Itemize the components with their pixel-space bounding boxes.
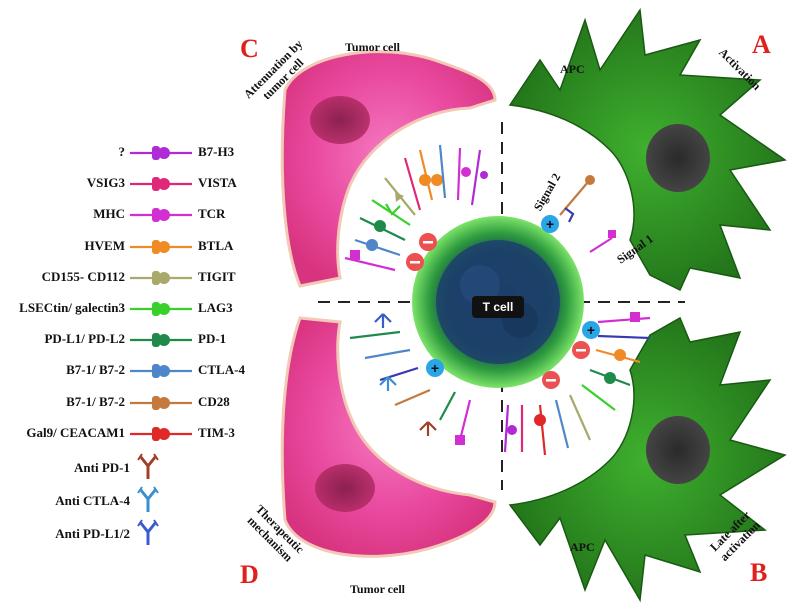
receptor-ligand-icon <box>130 395 192 410</box>
receptors-activation <box>559 175 616 253</box>
ligand-label: PD-L1/ PD-L2 <box>44 331 125 347</box>
legend-row: LSECtin/ galectin3 LAG3 <box>0 296 300 322</box>
receptor-label: TIGIT <box>198 268 236 284</box>
apc-top <box>508 7 787 292</box>
ligand-label: B7-1/ B7-2 <box>66 393 125 409</box>
receptor-label: CTLA-4 <box>198 362 245 378</box>
antibody-row: Anti PD-L1/2 <box>0 518 300 548</box>
tumor-cell-label-top: Tumor cell <box>345 40 401 54</box>
receptor-ligand-icon <box>130 177 192 192</box>
ligand-label: B7-1/ B7-2 <box>66 362 125 378</box>
receptor-ligand-icon <box>130 239 192 254</box>
receptor-ligand-icon <box>130 364 192 379</box>
panel-letter-a: A <box>752 30 771 59</box>
ligand-label: CD155- CD112 <box>41 268 125 284</box>
receptor-label: B7-H3 <box>198 144 235 159</box>
receptor-ligand-icon <box>130 333 192 348</box>
legend-row: B7-1/ B7-2 CD28 <box>0 390 300 416</box>
receptors-late-activation <box>503 312 651 456</box>
apc-label-top: APC <box>560 62 585 76</box>
ligand-label: HVEM <box>84 237 125 253</box>
receptors-attenuation <box>344 144 488 272</box>
antibody-row: Anti CTLA-4 <box>0 485 300 515</box>
receptor-ligand-icon <box>130 302 192 316</box>
receptor-ligand-icon <box>130 146 192 160</box>
receptors-therapeutic <box>349 313 472 445</box>
antibody-icon <box>137 519 159 545</box>
t-cell-label: T cell <box>472 296 524 318</box>
receptor-label: BTLA <box>198 237 234 253</box>
tumor-cell-label-bottom: Tumor cell <box>350 582 406 596</box>
panel-letter-c: C <box>240 34 259 63</box>
legend-row: MHC TCR <box>0 202 300 228</box>
ligand-label: MHC <box>93 206 125 222</box>
legend-row: HVEM BTLA <box>0 234 300 260</box>
antibody-label: Anti PD-1 <box>74 460 130 475</box>
receptor-ligand-icon <box>130 208 192 223</box>
antibody-label: Anti CTLA-4 <box>55 493 130 508</box>
legend-row: B7-1/ B7-2 CTLA-4 <box>0 358 300 384</box>
ligand-label: Gal9/ CEACAM1 <box>26 424 125 440</box>
antibody-label: Anti PD-L1/2 <box>55 526 130 541</box>
receptor-ligand-icon <box>130 426 192 441</box>
tumor-cell-bottom <box>280 316 497 558</box>
receptor-label: VISTA <box>198 175 237 191</box>
receptor-label: PD-1 <box>198 331 227 347</box>
receptor-label: TCR <box>198 206 226 222</box>
legend-row: ? B7-H3 <box>0 140 300 166</box>
antibody-row: Anti PD-1 <box>0 452 300 482</box>
legend-row: PD-L1/ PD-L2 PD-1 <box>0 327 300 353</box>
ligand-label: ? <box>118 144 126 159</box>
legend-row: Gal9/ CEACAM1 TIM-3 <box>0 421 300 447</box>
antibody-icon <box>137 486 159 512</box>
panel-letter-d: D <box>240 560 259 589</box>
panel-letter-b: B <box>750 558 768 587</box>
svg-text:+: + <box>587 322 595 338</box>
ligand-label: LSECtin/ galectin3 <box>19 300 125 315</box>
legend-row: CD155- CD112 TIGIT <box>0 265 300 291</box>
legend-row: VSIG3 VISTA <box>0 171 300 197</box>
signal-markers: + + + <box>406 215 600 389</box>
tumor-cell-top <box>280 50 497 288</box>
receptor-label: CD28 <box>198 393 230 409</box>
svg-text:+: + <box>431 360 439 376</box>
receptor-ligand-icon <box>130 270 192 285</box>
apc-bottom <box>508 316 787 603</box>
ligand-label: VSIG3 <box>86 175 125 191</box>
receptor-label: LAG3 <box>198 300 233 315</box>
antibody-icon <box>137 453 159 479</box>
svg-text:+: + <box>546 216 554 232</box>
apc-label-bottom: APC <box>570 540 595 554</box>
receptor-label: TIM-3 <box>198 424 235 440</box>
